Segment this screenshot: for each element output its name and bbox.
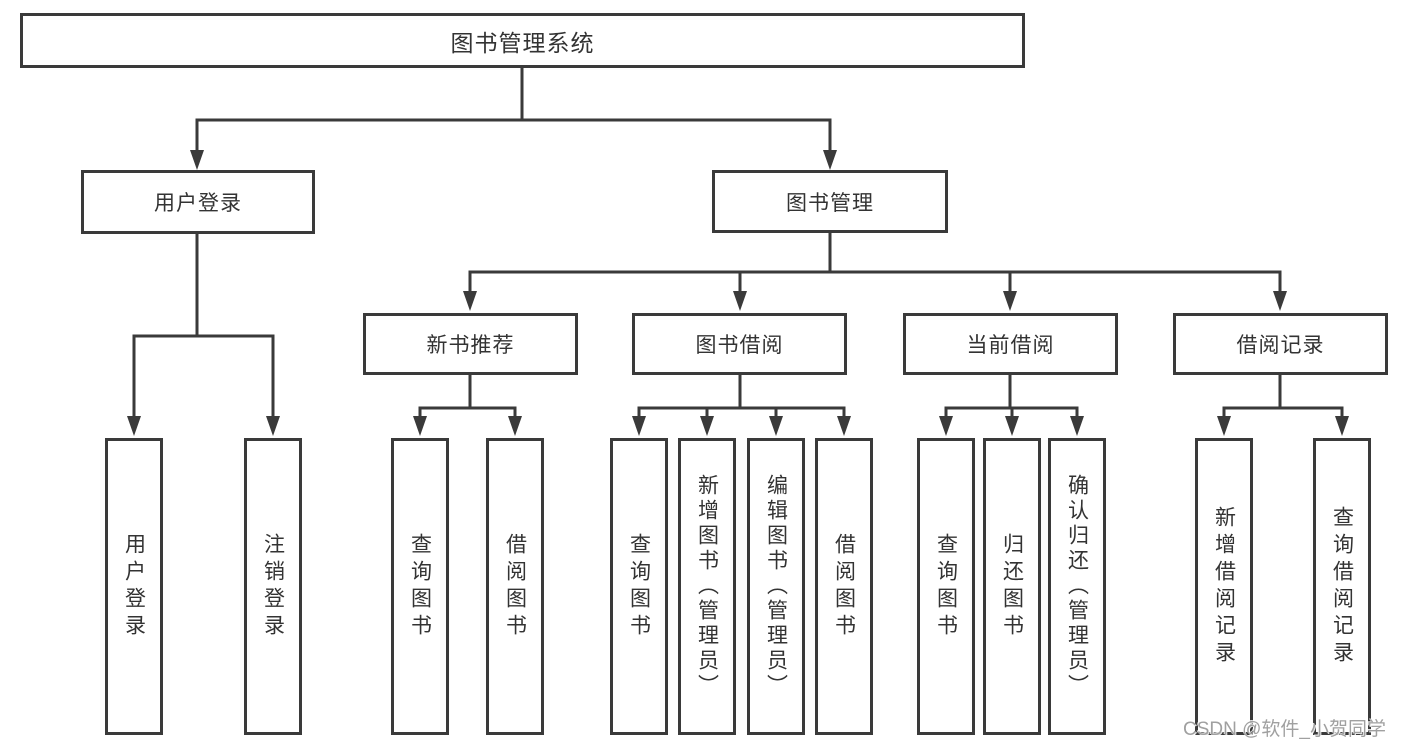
leaf-edit-book-admin: 编辑图书（管理员） [747,438,805,735]
leaf-add-borrow-record: 新增借阅记录 [1195,438,1253,735]
leaf-logout: 注销登录 [244,438,302,735]
csdn-watermark: CSDN @软件_小贺同学 [1183,719,1386,740]
node-user-login: 用户登录 [81,170,315,234]
node-book-borrow: 图书借阅 [632,313,847,375]
leaf-confirm-return-admin: 确认归还（管理员） [1048,438,1106,735]
leaf-borrow-books: 借阅图书 [815,438,873,735]
leaf-user-login: 用户登录 [105,438,163,735]
leaf-add-book-admin: 新增图书（管理员） [678,438,736,735]
node-current-borrow: 当前借阅 [903,313,1118,375]
node-root: 图书管理系统 [20,13,1025,68]
leaf-borrow-books-recommend: 借阅图书 [486,438,544,735]
leaf-query-borrow-record: 查询借阅记录 [1313,438,1371,735]
leaf-query-books-current: 查询图书 [917,438,975,735]
node-book-management: 图书管理 [712,170,948,233]
node-new-book-recommend: 新书推荐 [363,313,578,375]
leaf-return-book: 归还图书 [983,438,1041,735]
leaf-query-books-borrow: 查询图书 [610,438,668,735]
leaf-query-books-recommend: 查询图书 [391,438,449,735]
node-borrow-records: 借阅记录 [1173,313,1388,375]
